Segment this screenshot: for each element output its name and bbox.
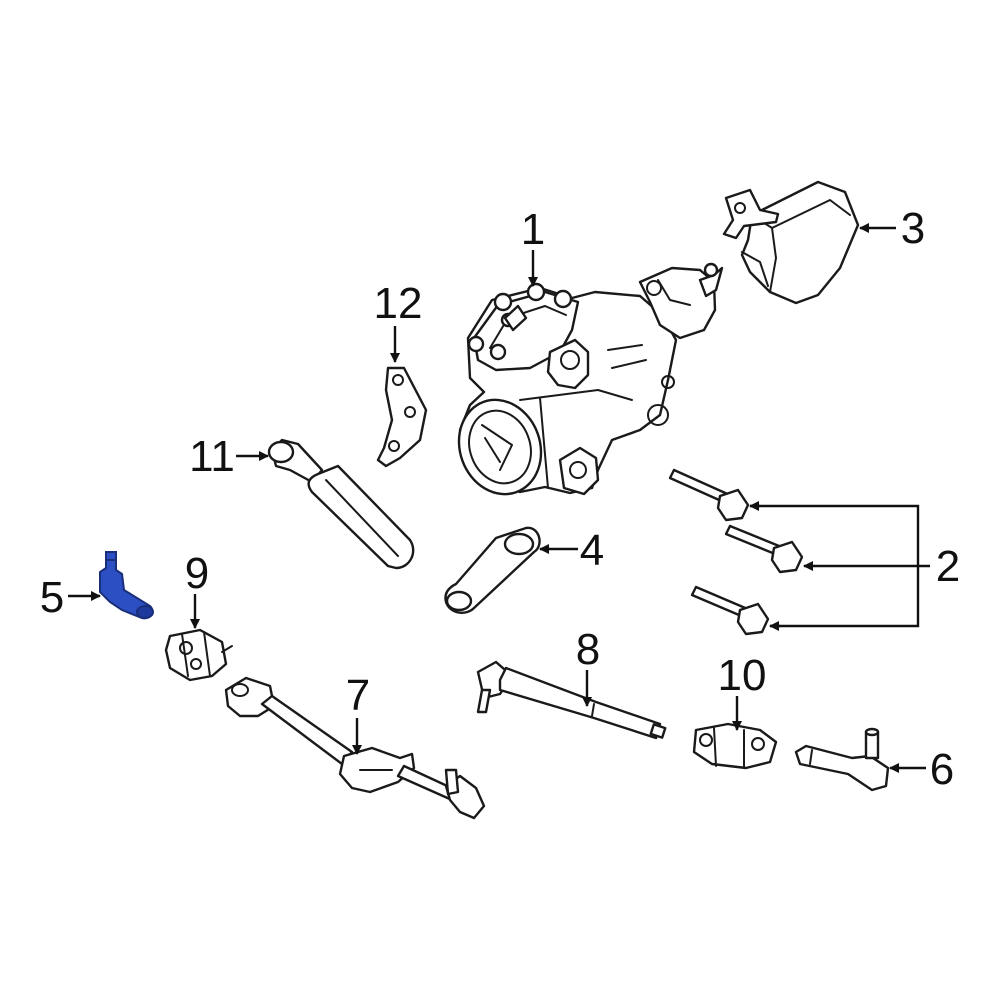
callout-8: 8 xyxy=(576,625,600,674)
leader-lines xyxy=(68,223,930,773)
bolt-lower xyxy=(690,585,770,636)
callout-11: 11 xyxy=(189,432,235,481)
callout-2: 2 xyxy=(936,542,960,591)
part-1-steering-gear[interactable] xyxy=(446,262,724,506)
part-3-gear-shield[interactable] xyxy=(722,180,860,305)
callout-1: 1 xyxy=(521,205,545,254)
bolt-upper xyxy=(668,468,750,522)
part-5-fitting[interactable] xyxy=(99,551,154,620)
callout-labels: 1 2 3 4 5 6 7 8 9 10 11 12 xyxy=(40,204,960,794)
bolt-middle xyxy=(724,524,804,574)
callout-7: 7 xyxy=(346,671,370,720)
part-9-adjuster-sleeve[interactable] xyxy=(164,628,233,682)
callout-5: 5 xyxy=(40,573,64,622)
part-10-adjuster-sleeve[interactable] xyxy=(692,722,778,770)
part-11-steering-damper[interactable] xyxy=(267,438,415,570)
callout-3: 3 xyxy=(901,204,925,253)
callout-4: 4 xyxy=(580,526,604,575)
part-7-drag-link[interactable] xyxy=(224,676,486,820)
part-4-pitman-arm[interactable] xyxy=(444,526,541,614)
callout-12: 12 xyxy=(374,279,423,328)
part-2-bolts[interactable] xyxy=(668,468,804,636)
callout-9: 9 xyxy=(185,549,209,598)
callout-10: 10 xyxy=(718,651,767,700)
part-12-damper-bracket[interactable] xyxy=(376,366,428,468)
part-8-inner-tie-rod[interactable] xyxy=(476,660,667,740)
part-6-outer-tie-rod-end[interactable] xyxy=(794,727,890,792)
callout-6: 6 xyxy=(930,745,954,794)
